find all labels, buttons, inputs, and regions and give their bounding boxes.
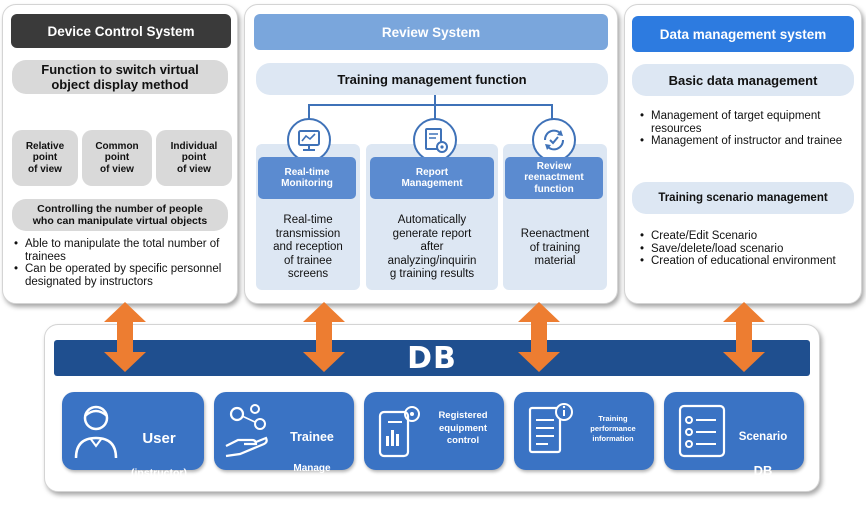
double-arrow-icon: [518, 302, 560, 372]
checklist-icon: [678, 404, 726, 458]
bullet-item: Creation of educational environment: [640, 255, 854, 268]
basic-data-bullets: Management of target equipment resources…: [640, 110, 854, 148]
user-label-sub: (instructor): [131, 467, 187, 479]
review-system-title: Review System: [254, 14, 608, 50]
view-individual: Individual point of view: [156, 130, 232, 186]
db-label-trainee: Trainee Manage ment: [280, 412, 344, 506]
db-item-user: [62, 392, 204, 470]
db-label-training-performance: Training performance information: [590, 414, 636, 443]
bullet-item: Can be operated by specific personnel de…: [14, 263, 232, 288]
review-reenactment-header: Review reenactment function: [505, 157, 603, 199]
tablet-chart-icon: [378, 406, 420, 458]
scenario-label-main: Scenario: [738, 431, 788, 443]
view-relative: Relative point of view: [12, 130, 78, 186]
device-control-bullets: Able to manipulate the total number of t…: [14, 238, 232, 288]
review-reenactment-text: Reenactment of training material: [520, 228, 590, 267]
training-scenario-management: Training scenario management: [632, 182, 854, 214]
connector-line: [308, 104, 310, 119]
device-control-title: Device Control System: [11, 14, 231, 48]
double-arrow-icon: [104, 302, 146, 372]
db-item-trainee: [214, 392, 354, 470]
data-management-title: Data management system: [632, 16, 854, 52]
refresh-check-icon: [532, 118, 576, 162]
bullet-item: Save/delete/load scenario: [640, 243, 854, 256]
user-label-main: User: [142, 430, 176, 447]
report-management-header: Report Management: [370, 157, 494, 199]
user-icon: [74, 405, 118, 459]
basic-data-management: Basic data management: [632, 64, 854, 96]
switch-display-function: Function to switch virtual object displa…: [12, 60, 228, 94]
connector-line: [434, 95, 436, 105]
db-title: DB: [407, 340, 457, 376]
db-item-training-performance: [514, 392, 654, 470]
connector-line: [551, 104, 553, 119]
bullet-item: Create/Edit Scenario: [640, 230, 854, 243]
double-arrow-icon: [303, 302, 345, 372]
hand-gears-icon: [225, 404, 268, 458]
monitor-chart-icon: [287, 118, 331, 162]
double-arrow-icon: [723, 302, 765, 372]
scenario-bullets: Create/Edit Scenario Save/delete/load sc…: [640, 230, 854, 268]
db-title-bar: DB: [54, 340, 810, 376]
realtime-monitoring-header: Real-time Monitoring: [258, 157, 356, 199]
document-info-icon: [528, 403, 573, 454]
view-common: Common point of view: [82, 130, 152, 186]
people-control-function: Controlling the number of people who can…: [12, 199, 228, 231]
scenario-label-sub: DB: [753, 463, 773, 478]
bullet-item: Management of instructor and trainee: [640, 135, 854, 148]
db-label-scenario: Scenario DB: [728, 412, 798, 498]
bullet-item: Able to manipulate the total number of t…: [14, 238, 232, 263]
db-label-registered-equipment: Registered equipment control: [438, 410, 488, 446]
connector-line: [434, 104, 436, 119]
report-gear-icon: [413, 118, 457, 162]
connector-line: [308, 104, 552, 106]
trainee-label-main: Trainee: [290, 430, 334, 444]
report-management-text: Automatically generate report after anal…: [387, 214, 477, 280]
realtime-monitoring-text: Real-time transmission and reception of …: [273, 214, 343, 280]
trainee-label-sub: Manage ment: [293, 463, 331, 487]
bullet-item: Management of target equipment resources: [640, 110, 854, 135]
training-management-function: Training management function: [256, 63, 608, 95]
db-label-user: User (instructor): [124, 412, 194, 498]
